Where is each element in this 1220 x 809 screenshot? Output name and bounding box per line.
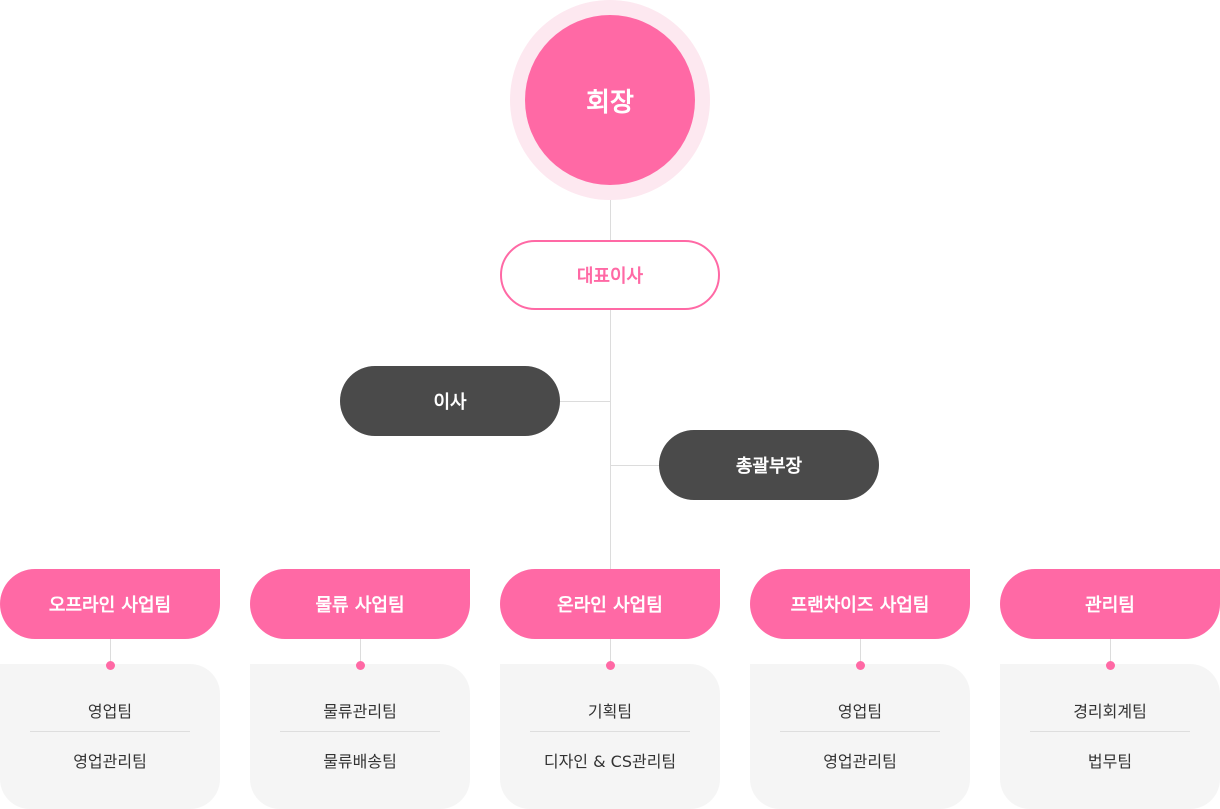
team-management: 관리팀 경리회계팀 법무팀 [1000, 569, 1220, 809]
team-online-subteams: 기획팀 디자인 & CS관리팀 [500, 664, 720, 809]
team-management-header: 관리팀 [1000, 569, 1220, 639]
team-online-header: 온라인 사업팀 [500, 569, 720, 639]
team-online: 온라인 사업팀 기획팀 디자인 & CS관리팀 [500, 569, 720, 809]
connector-main-trunk [610, 308, 611, 569]
connector-general-manager [610, 465, 660, 466]
subteam-label: 디자인 & CS관리팀 [543, 752, 677, 771]
team-franchise-header: 프랜차이즈 사업팀 [750, 569, 970, 639]
subteam-label: 영업팀 [837, 702, 883, 721]
president-node: 대표이사 [500, 240, 720, 310]
team-offline-subteams: 영업팀 영업관리팀 [0, 664, 220, 809]
subteam-label: 물류관리팀 [323, 702, 397, 721]
team-online-stem [610, 639, 611, 665]
team-online-dot [606, 661, 615, 670]
subteam-divider [530, 731, 690, 732]
subteam-label: 영업관리팀 [73, 752, 147, 771]
subteam-divider [1030, 731, 1190, 732]
director-node: 이사 [340, 366, 560, 436]
ceo-node: 회장 [525, 15, 695, 185]
general-manager-node: 총괄부장 [659, 430, 879, 500]
subteam-divider [280, 731, 440, 732]
team-franchise-subteams: 영업팀 영업관리팀 [750, 664, 970, 809]
team-logistics-dot [356, 661, 365, 670]
connector-ceo-president [610, 200, 611, 240]
team-management-subteams: 경리회계팀 법무팀 [1000, 664, 1220, 809]
team-franchise: 프랜차이즈 사업팀 영업팀 영업관리팀 [750, 569, 970, 809]
subteam-label: 물류배송팀 [323, 752, 397, 771]
subteam-label: 영업팀 [87, 702, 133, 721]
subteam-label: 기획팀 [587, 702, 633, 721]
subteam-label: 영업관리팀 [823, 752, 897, 771]
team-logistics: 물류 사업팀 물류관리팀 물류배송팀 [250, 569, 470, 809]
team-logistics-subteams: 물류관리팀 물류배송팀 [250, 664, 470, 809]
team-offline-dot [106, 661, 115, 670]
team-management-dot [1106, 661, 1115, 670]
subteam-label: 경리회계팀 [1073, 702, 1147, 721]
team-management-stem [1110, 639, 1111, 665]
team-logistics-header: 물류 사업팀 [250, 569, 470, 639]
connector-director [560, 401, 610, 402]
team-offline: 오프라인 사업팀 영업팀 영업관리팀 [0, 569, 220, 809]
team-logistics-stem [360, 639, 361, 665]
team-franchise-dot [856, 661, 865, 670]
team-franchise-stem [860, 639, 861, 665]
subteam-divider [30, 731, 190, 732]
subteam-divider [780, 731, 940, 732]
subteam-label: 법무팀 [1087, 752, 1133, 771]
team-offline-header: 오프라인 사업팀 [0, 569, 220, 639]
team-offline-stem [110, 639, 111, 665]
